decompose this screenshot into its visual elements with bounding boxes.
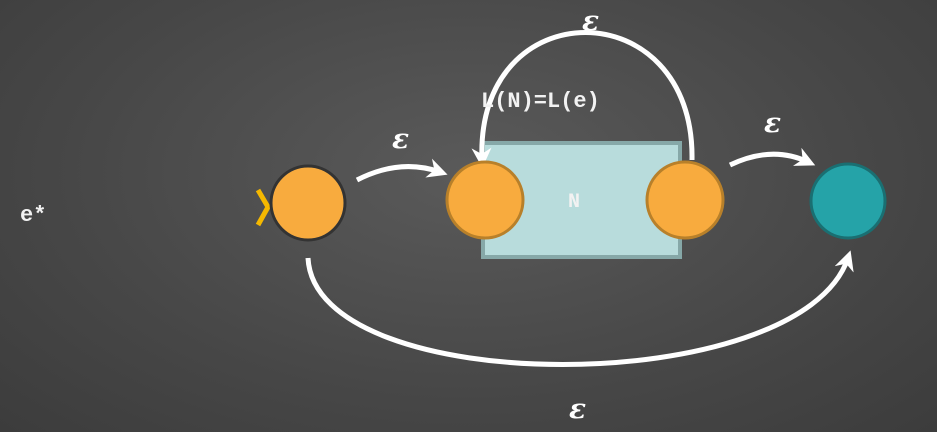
expression-label: e* [20, 203, 46, 228]
epsilon-edge-start-to-inner [355, 158, 448, 183]
language-label: L(N)=L(e) [481, 89, 600, 114]
epsilon-edge-loop-back [471, 30, 695, 168]
box-label: N [568, 191, 580, 214]
inner-accept-state [645, 160, 725, 240]
epsilon-edge-inner-to-final [728, 147, 816, 168]
final-state [809, 162, 887, 240]
epsilon-label: ε [392, 122, 409, 155]
epsilon-edge-skip [305, 250, 854, 367]
start-marker-icon [255, 188, 271, 227]
epsilon-label: ε [582, 4, 599, 37]
start-state [269, 164, 347, 242]
epsilon-label: ε [569, 392, 586, 425]
inner-start-state [445, 160, 525, 240]
epsilon-label: ε [764, 106, 781, 139]
